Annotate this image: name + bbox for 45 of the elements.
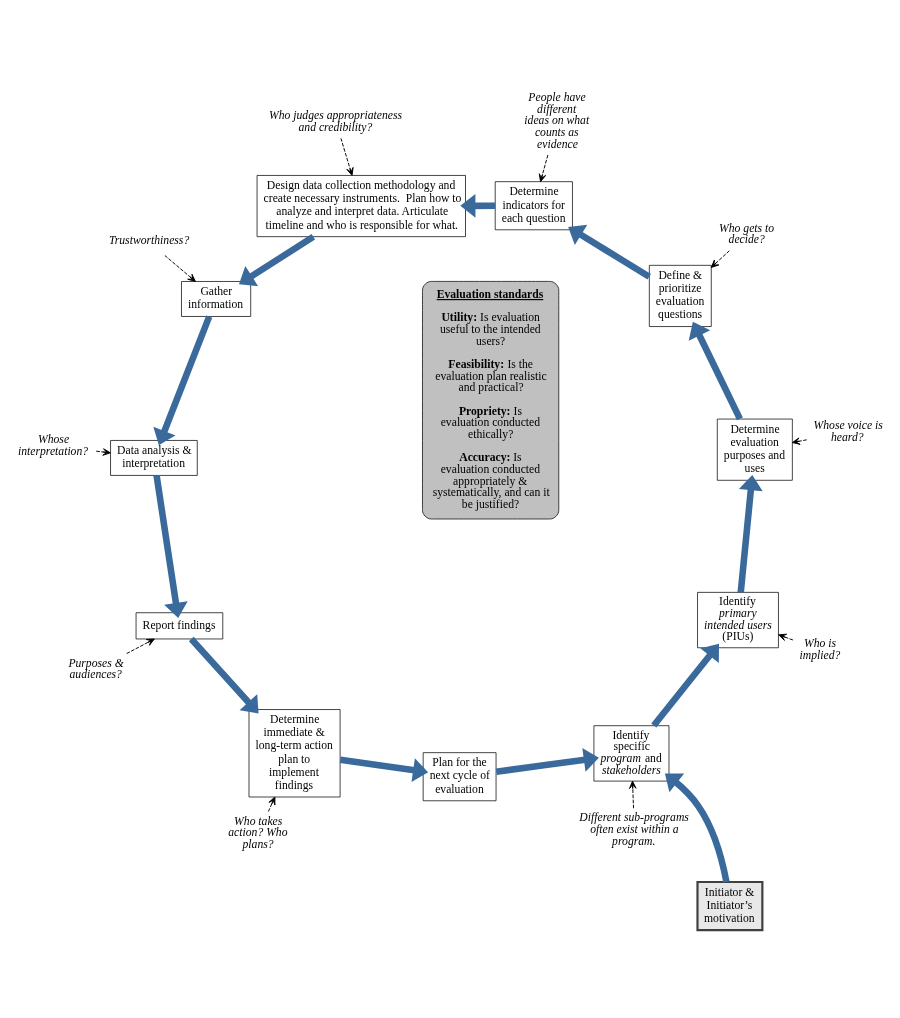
- node-text: People have different ideas on what counts as evidence: [524, 90, 590, 151]
- node-box: Determine evaluation purposes and uses: [716, 418, 793, 481]
- arrow: [664, 773, 730, 883]
- node-box: Design data collection methodology and create necessary instruments. Plan how to analyze and interpret data. Articulate timeline and who is responsible for what.: [256, 175, 466, 238]
- node-text: Whose interpretation?: [17, 433, 89, 458]
- arrow: [267, 796, 276, 813]
- node-box: Determine immediate & long-term action plan to implement findings: [248, 709, 341, 798]
- node-box: Define & prioritize evaluation questions: [648, 264, 712, 327]
- node-box: Plan for the next cycle of evaluation: [422, 752, 497, 802]
- node-box: Initiator & Initiator’s motivation: [696, 880, 764, 932]
- arrow: [126, 638, 155, 655]
- arrow: [153, 475, 188, 618]
- node-box: Identify primary intended users (PIUs): [697, 592, 779, 649]
- node-box: Determine indicators for each question: [494, 181, 573, 231]
- arrow: [188, 636, 259, 714]
- node-text: Different sub-programs often exist within a program.: [579, 811, 689, 848]
- arrow: [737, 475, 763, 593]
- node-text: Purposes & audiences?: [68, 656, 124, 682]
- arrow: [791, 437, 808, 445]
- node-text: Who is implied?: [799, 636, 841, 662]
- arrow: [710, 250, 730, 268]
- arrow: [538, 154, 549, 183]
- arrow: [778, 633, 794, 641]
- arrow: [238, 233, 316, 287]
- node-text: Who takes action? Who plans?: [228, 814, 288, 851]
- node-box: Data analysis & interpretation: [110, 440, 198, 476]
- node-text: Trustworthiness?: [108, 234, 190, 248]
- node-text: Who judges appropriateness and credibility?: [269, 109, 402, 134]
- arrow: [153, 315, 213, 446]
- arrow: [164, 255, 196, 282]
- arrow: [568, 224, 651, 280]
- node-box: Report findings: [135, 612, 224, 640]
- arrow: [629, 780, 637, 809]
- arrow: [495, 748, 599, 775]
- node-box: Gather information: [181, 281, 252, 317]
- node-text: Who gets to decide?: [719, 221, 775, 247]
- arrow: [340, 137, 354, 176]
- arrow: [95, 448, 111, 456]
- node-box: Identify specific program and stakeholders: [593, 725, 670, 782]
- arrow: [688, 321, 743, 421]
- node-text: Whose voice is heard?: [813, 418, 883, 444]
- arrow: [651, 643, 719, 728]
- node-box: Evaluation standards Utility: Is evaluation useful to the intended users? Feasibility: Is the evaluation plan realistic and practical? Propriety: Is evaluation conducted ethically? Accuracy: Is evaluation conducted appropriately & systematically, and can it be justified?: [422, 281, 560, 520]
- arrow: [339, 756, 429, 782]
- arrow: [460, 193, 496, 218]
